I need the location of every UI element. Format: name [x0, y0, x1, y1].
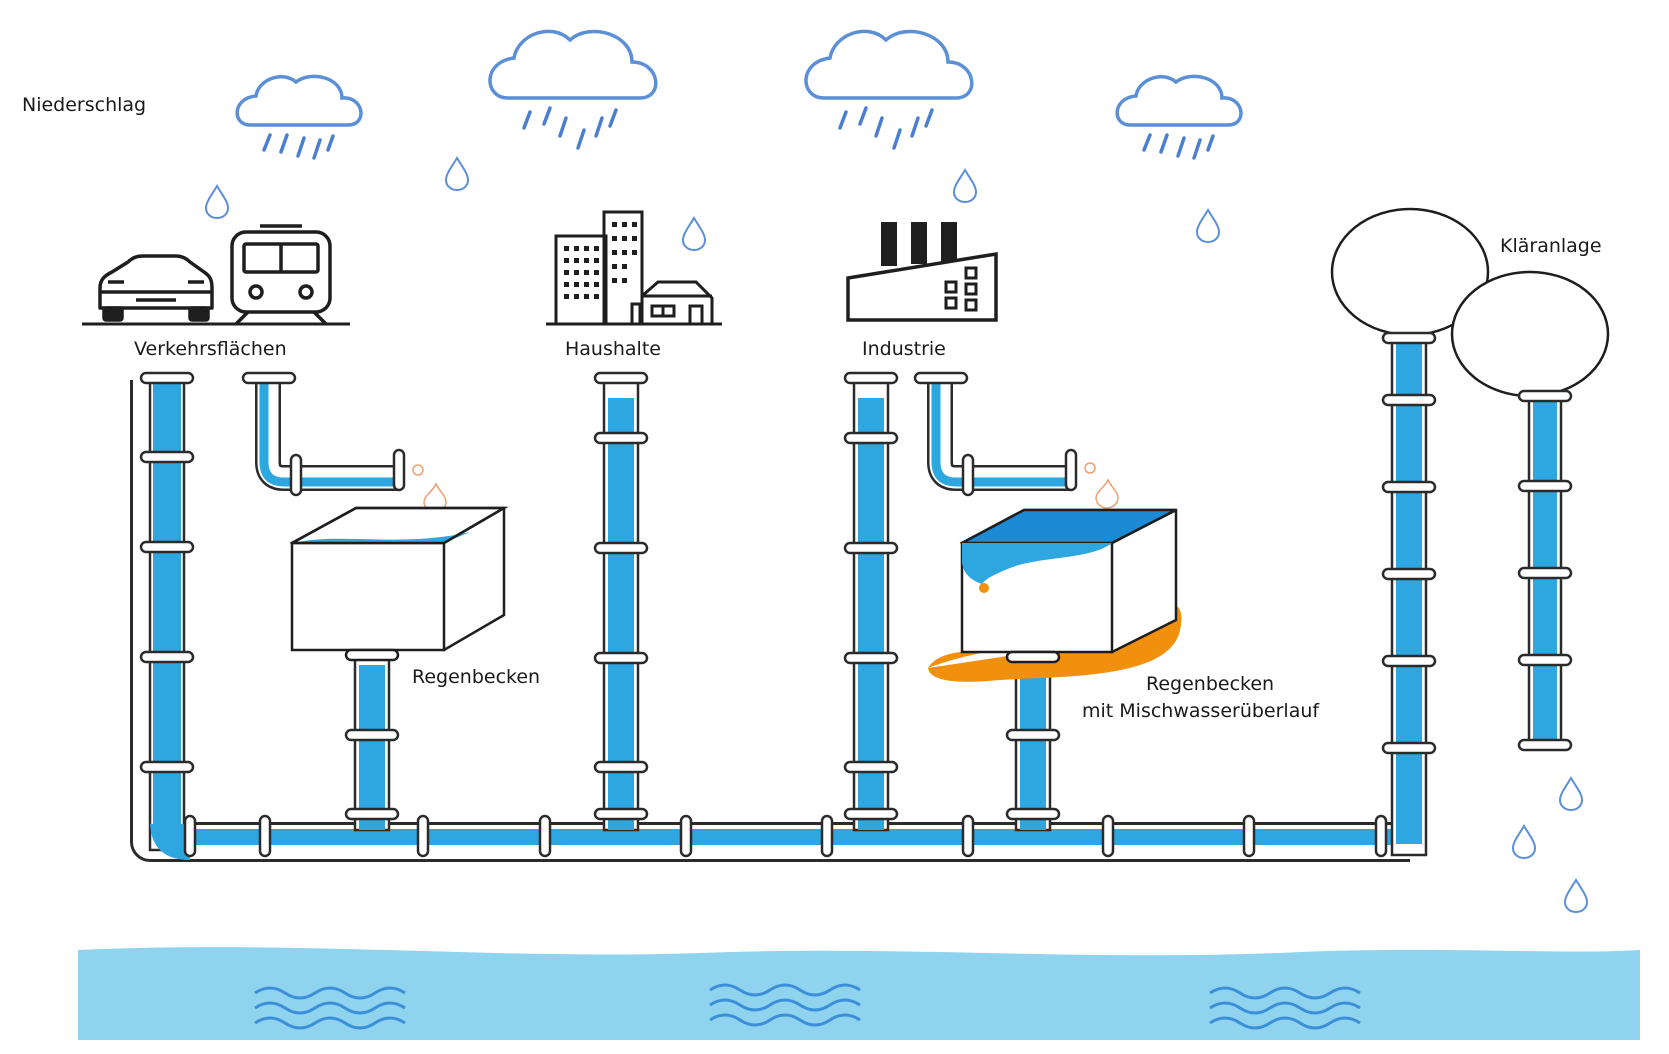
basin2-outlet-pipe [1014, 656, 1052, 832]
water-drop-icon [205, 185, 229, 219]
water-drop-icon [682, 217, 706, 251]
basin1-outlet-pipe [353, 653, 391, 832]
wave-icon [709, 983, 861, 1027]
train-icon [230, 224, 332, 326]
water-drop-icon [1564, 879, 1588, 913]
river [78, 947, 1640, 1040]
water-drop-icon [953, 169, 977, 203]
car-icon [98, 254, 214, 322]
rain-basin-label: Regenbecken [412, 666, 541, 688]
industry-label: Industrie [862, 338, 946, 360]
plant-inlet-pipe [1390, 338, 1428, 857]
water-drop-icon [1559, 777, 1583, 811]
rain-cloud-icon [235, 74, 363, 160]
rain-cloud-icon [1115, 74, 1243, 160]
pipe-caps [139, 331, 1573, 403]
wave-icon [1209, 986, 1361, 1030]
overflow-basin-label-line1: Regenbecken [1146, 673, 1275, 695]
wave-icon [254, 986, 406, 1030]
households-downpipe [602, 378, 640, 832]
apartment-buildings-icon [554, 210, 644, 326]
treatment-plant-label: Kläranlage [1500, 235, 1602, 257]
water-drop-icon [1196, 209, 1220, 243]
factory-icon [846, 222, 998, 322]
industry-downpipe [852, 378, 890, 832]
industry-elbow-pipe [913, 371, 1119, 509]
precipitation-label: Niederschlag [22, 94, 147, 116]
traffic-elbow-pipe [241, 371, 447, 513]
rain-cloud-icon [804, 29, 974, 150]
rain-cloud-icon [488, 29, 658, 150]
households-label: Haushalte [565, 338, 661, 360]
water-drop-icon [1512, 825, 1536, 859]
water-drop-icon [445, 157, 469, 191]
traffic-areas-label: Verkehrsflächen [134, 338, 287, 360]
rain-basin-overflow [928, 508, 1182, 682]
overflow-basin-label-line2: mit Mischwasserüberlauf [1082, 700, 1320, 722]
rain-basin [289, 506, 509, 662]
house-icon [630, 280, 714, 326]
treatment-tank-2 [1450, 270, 1610, 398]
